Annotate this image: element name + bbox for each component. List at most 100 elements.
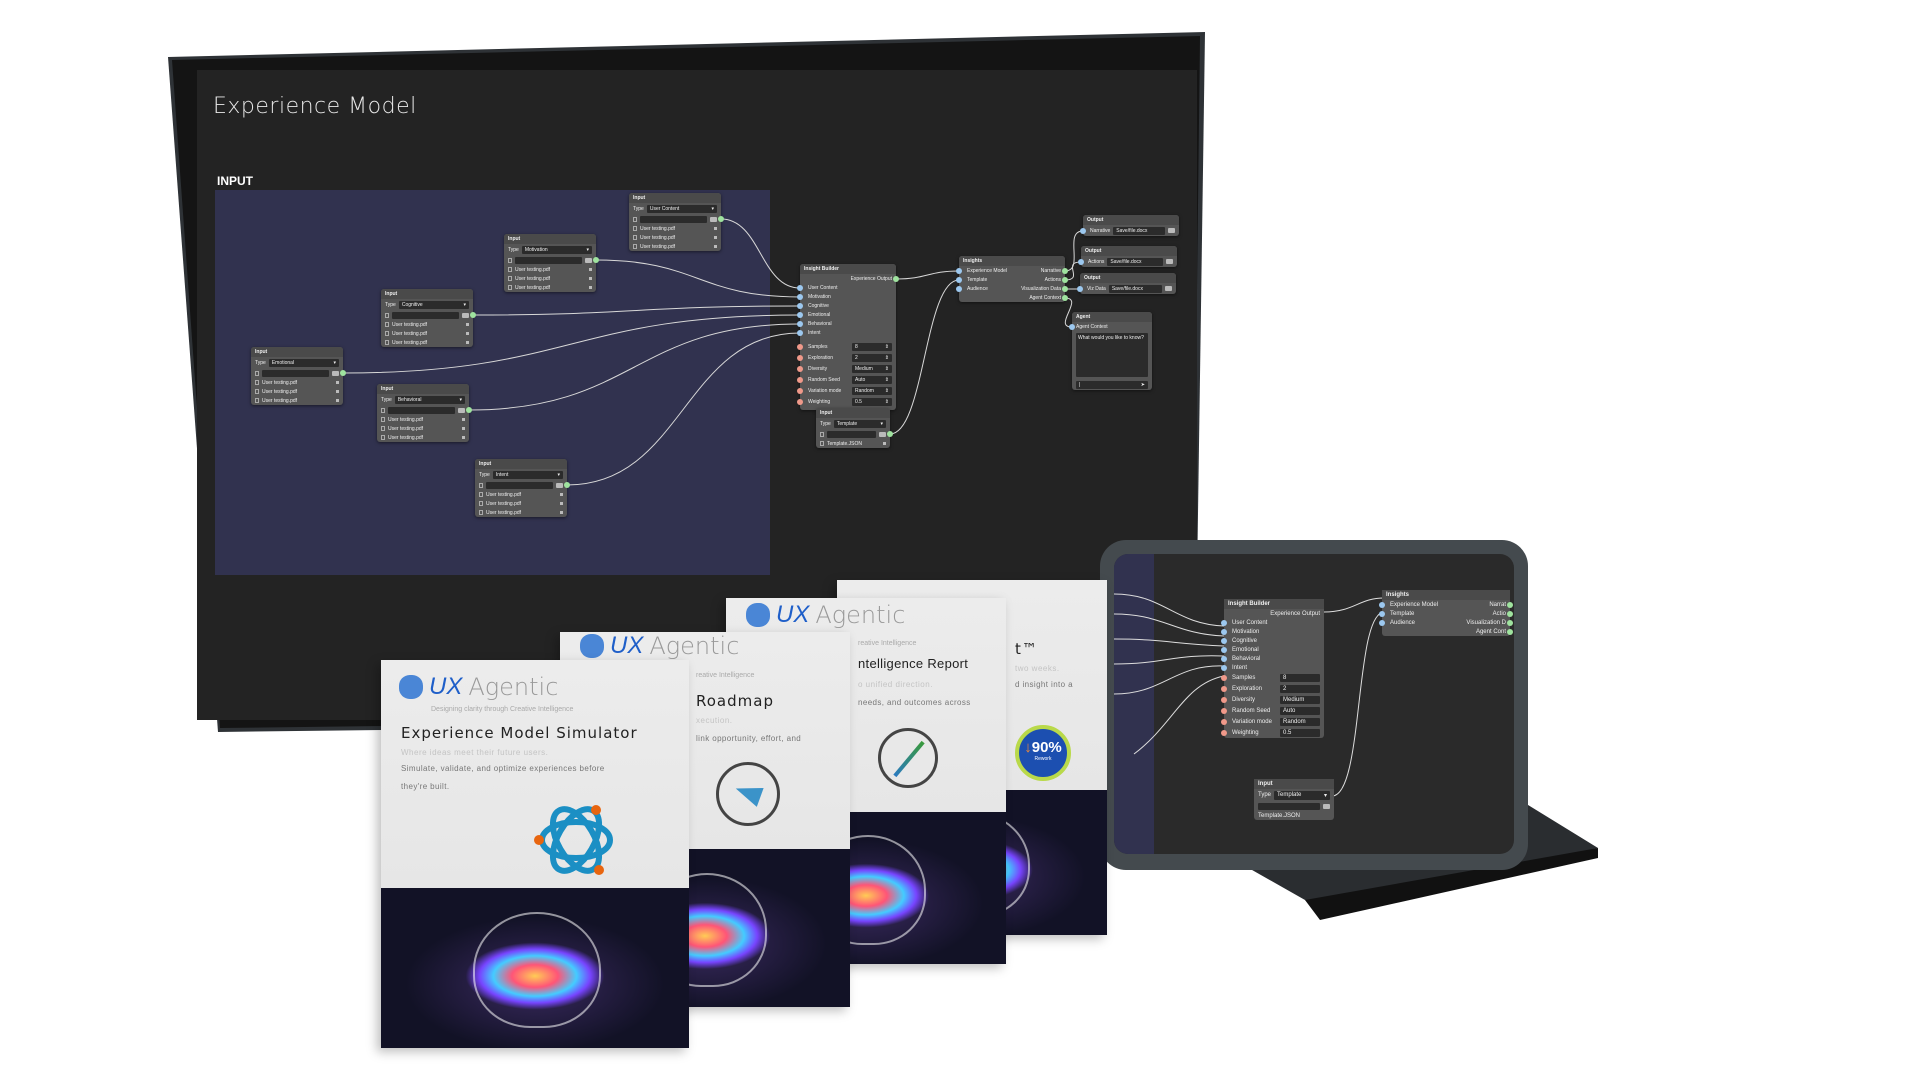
output-path-input[interactable]: Save/file.docx xyxy=(1107,257,1163,266)
input-port[interactable] xyxy=(956,276,962,283)
param-port[interactable] xyxy=(1221,718,1227,725)
output-port[interactable] xyxy=(1062,267,1068,274)
param-port[interactable] xyxy=(797,398,803,405)
agent-node[interactable]: Agent Agent Context What would you like … xyxy=(1069,312,1152,390)
output-port[interactable] xyxy=(887,431,893,437)
checkbox[interactable] xyxy=(714,227,717,230)
stepper-icon[interactable]: ⇕ xyxy=(884,365,889,372)
output-path-input[interactable]: Save/file.docx xyxy=(1113,226,1165,235)
checkbox[interactable] xyxy=(714,245,717,248)
param-input[interactable]: 8 xyxy=(1280,673,1320,682)
param-input[interactable]: 0.5⇕ xyxy=(852,397,892,406)
param-input[interactable]: Random⇕ xyxy=(852,386,892,395)
folder-icon[interactable] xyxy=(1168,228,1175,233)
type-select[interactable]: Template▾ xyxy=(1274,790,1330,800)
input-port[interactable] xyxy=(1221,655,1227,662)
output-port[interactable] xyxy=(1507,628,1513,635)
output-port[interactable] xyxy=(1507,619,1513,626)
file-path-input[interactable] xyxy=(515,256,582,264)
file-path-input[interactable] xyxy=(388,406,455,414)
param-port[interactable] xyxy=(797,354,803,361)
checkbox[interactable] xyxy=(589,286,592,289)
input-port[interactable] xyxy=(956,267,962,274)
input-port[interactable] xyxy=(1221,619,1227,626)
checkbox[interactable] xyxy=(589,277,592,280)
output-port[interactable] xyxy=(564,482,570,488)
param-port[interactable] xyxy=(797,343,803,350)
type-select[interactable]: Emotional▾ xyxy=(268,358,339,367)
checkbox[interactable] xyxy=(336,381,339,384)
type-select[interactable]: Behavioral▾ xyxy=(394,395,465,404)
input-port[interactable] xyxy=(1078,258,1084,265)
folder-icon[interactable] xyxy=(556,482,563,488)
checkbox[interactable] xyxy=(589,268,592,271)
stepper-icon[interactable]: ⇕ xyxy=(884,398,889,405)
file-path-input[interactable] xyxy=(640,215,707,223)
input-port[interactable] xyxy=(1221,646,1227,653)
checkbox[interactable] xyxy=(466,332,469,335)
type-select[interactable]: Motivation▾ xyxy=(521,245,592,254)
param-port[interactable] xyxy=(797,376,803,383)
type-select[interactable]: User Content▾ xyxy=(646,204,717,213)
file-path-input[interactable] xyxy=(486,481,553,489)
output-port[interactable] xyxy=(466,407,472,413)
param-input[interactable]: Random xyxy=(1280,717,1320,726)
type-select[interactable]: Cognitive▾ xyxy=(398,300,469,309)
checkbox[interactable] xyxy=(462,436,465,439)
param-input[interactable]: Auto⇕ xyxy=(852,375,892,384)
param-port[interactable] xyxy=(1221,696,1227,703)
input-port[interactable] xyxy=(1221,628,1227,635)
type-select[interactable]: Template▾ xyxy=(833,419,886,428)
input-port[interactable] xyxy=(1077,285,1083,292)
param-input[interactable]: 0.5 xyxy=(1280,728,1320,737)
stepper-icon[interactable]: ⇕ xyxy=(884,343,889,350)
stepper-icon[interactable]: ⇕ xyxy=(884,354,889,361)
input-port[interactable] xyxy=(1379,610,1385,617)
file-path-input[interactable] xyxy=(827,430,876,438)
folder-icon[interactable] xyxy=(1323,803,1330,809)
output-port[interactable] xyxy=(1062,285,1068,292)
checkbox[interactable] xyxy=(336,390,339,393)
file-path-input[interactable] xyxy=(1258,802,1320,810)
checkbox[interactable] xyxy=(462,427,465,430)
param-input[interactable]: Medium⇕ xyxy=(852,364,892,373)
folder-icon[interactable] xyxy=(462,312,469,318)
agent-input[interactable]: |➤ xyxy=(1076,380,1148,389)
input-port[interactable] xyxy=(797,293,803,300)
input-port[interactable] xyxy=(797,329,803,336)
param-input[interactable]: 2 xyxy=(1280,684,1320,693)
input-port[interactable] xyxy=(1379,619,1385,626)
param-input[interactable]: 2⇕ xyxy=(852,353,892,362)
checkbox[interactable] xyxy=(466,341,469,344)
input-port[interactable] xyxy=(1221,637,1227,644)
checkbox[interactable] xyxy=(560,493,563,496)
param-port[interactable] xyxy=(1221,707,1227,714)
input-port[interactable] xyxy=(1379,601,1385,608)
checkbox[interactable] xyxy=(466,323,469,326)
output-port[interactable] xyxy=(1507,610,1513,617)
output-port[interactable] xyxy=(1062,294,1068,301)
tablet-insight-builder-node[interactable]: Insight Builder Experience Output User C… xyxy=(1221,599,1324,738)
folder-icon[interactable] xyxy=(710,216,717,222)
input-port[interactable] xyxy=(1080,227,1086,234)
param-port[interactable] xyxy=(797,387,803,394)
param-input[interactable]: Auto xyxy=(1280,706,1320,715)
output-port[interactable] xyxy=(718,216,724,222)
folder-icon[interactable] xyxy=(879,431,886,437)
param-input[interactable]: 8⇕ xyxy=(852,342,892,351)
input-port[interactable] xyxy=(797,302,803,309)
output-port[interactable] xyxy=(470,312,476,318)
input-port[interactable] xyxy=(797,311,803,318)
file-path-input[interactable] xyxy=(392,311,459,319)
file-path-input[interactable] xyxy=(262,369,329,377)
type-select[interactable]: Intent▾ xyxy=(492,470,563,479)
output-port[interactable] xyxy=(340,370,346,376)
